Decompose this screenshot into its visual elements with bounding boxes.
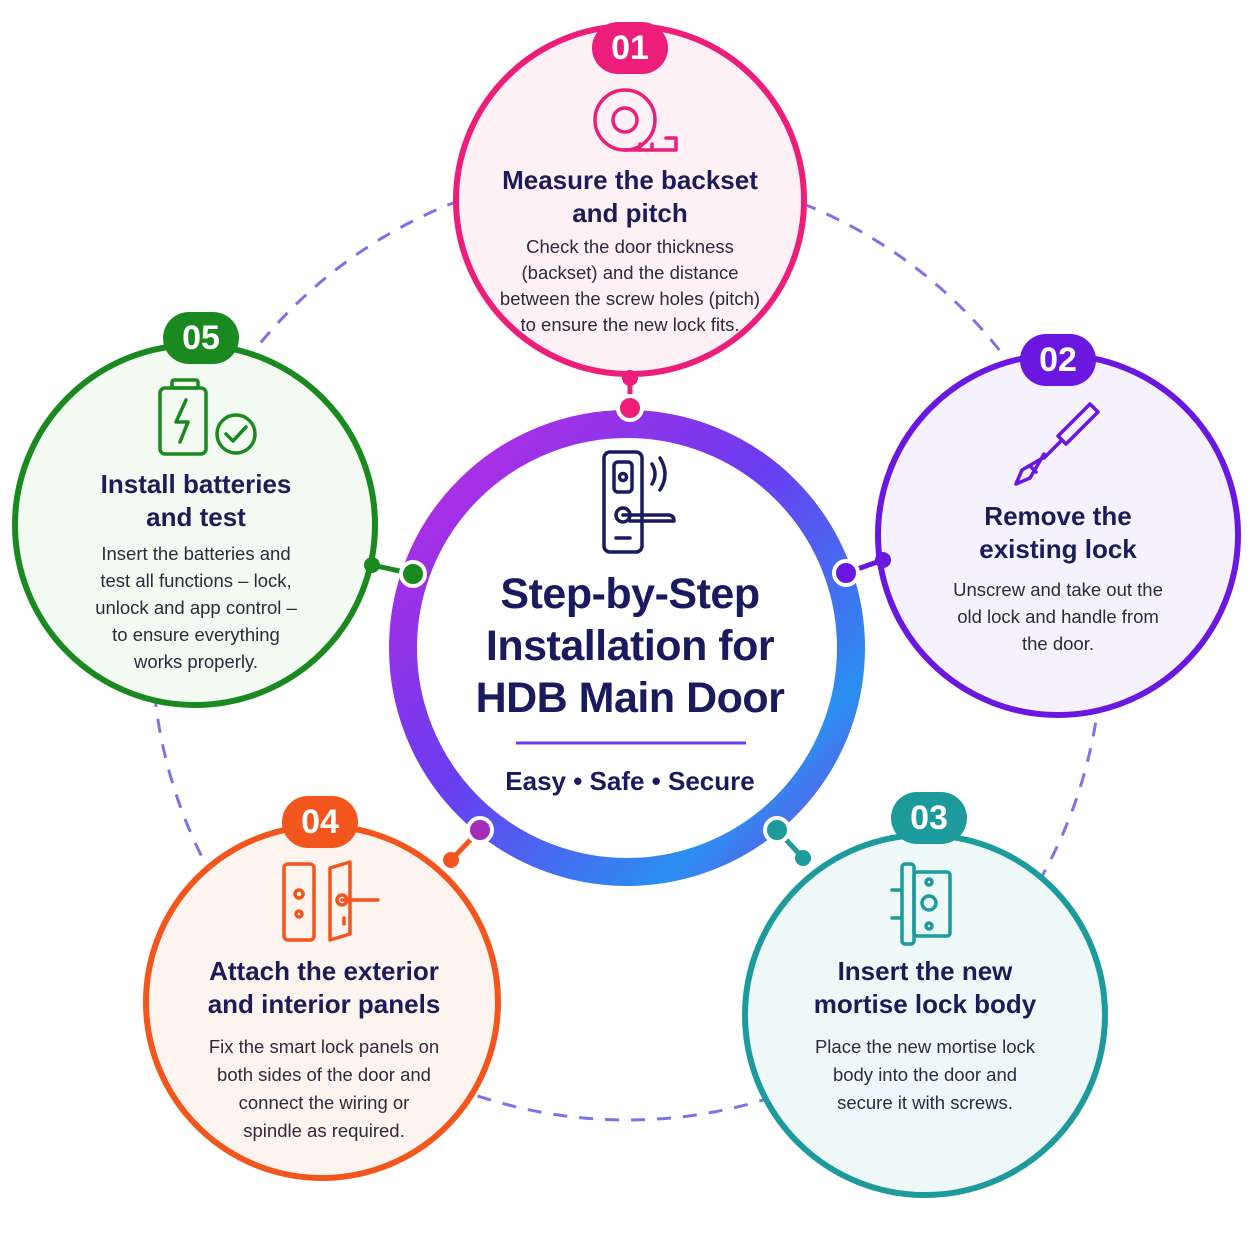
step-title-line: Insert the new [837,956,1013,986]
step-title-line: Measure the backset [502,165,758,195]
connector-03 [763,816,811,866]
step-number-01: 01 [611,29,649,67]
step-title-line: mortise lock body [813,989,1037,1019]
step-title-line: existing lock [979,534,1137,564]
connector-04 [443,816,494,868]
step-03: Insert the new mortise lock body Place t… [765,955,1085,1117]
step-desc-line: test all functions – lock, [100,570,292,591]
mortise-lock-icon [890,862,952,946]
measuring-tape-icon [593,88,678,152]
center-circle [389,410,865,886]
badge-03 [891,792,967,844]
step-title-line: Install batteries [100,469,292,499]
step-description: Fix the smart lock panels on both sides … [164,1033,484,1145]
step-title: Install batteries and test [36,468,356,534]
connector-02 [832,552,891,587]
step-05: Install batteries and test Insert the ba… [36,468,356,675]
step-desc-line: between the screw holes (pitch) [499,288,761,309]
step-description: Unscrew and take out the old lock and ha… [898,576,1218,657]
step-desc-line: (backset) and the distance [521,262,739,283]
step-desc-line: Insert the batteries and [101,543,291,564]
step-desc-line: Check the door thickness [526,236,734,257]
step-desc-line: works properly. [133,651,259,672]
step-desc-line: the door. [1021,633,1094,654]
battery-check-icon [158,378,257,456]
step-desc-line: unlock and app control – [95,597,297,618]
badge-05 [163,312,239,364]
step-desc-line: Unscrew and take out the [953,579,1163,600]
step-desc-line: both sides of the door and [217,1064,431,1085]
step-title-line: Attach the exterior [209,956,439,986]
step-title: Remove the existing lock [898,500,1218,566]
step-02: Remove the existing lock Unscrew and tak… [898,500,1218,657]
step-title-line: and pitch [572,198,688,228]
smart-lock-icon [602,450,676,554]
connector-01 [616,370,644,422]
step-title-line: Remove the [984,501,1132,531]
step-desc-line: secure it with screws. [837,1092,1013,1113]
badge-02 [1020,334,1096,386]
step-description: Insert the batteries and test all functi… [36,540,356,675]
step-title: Attach the exterior and interior panels [164,955,484,1021]
step-01: Measure the backset and pitch Check the … [460,164,800,338]
step-title: Insert the new mortise lock body [765,955,1085,1021]
center-title: Step-by-Step Installation for HDB Main D… [420,568,840,724]
step-number-03: 03 [910,799,948,837]
step-number-05: 05 [182,319,220,357]
badge-01 [592,22,668,74]
center-title-line: Step-by-Step [500,570,760,618]
step-description: Place the new mortise lock body into the… [765,1033,1085,1117]
step-title: Measure the backset and pitch [460,164,800,230]
screwdriver-icon [1014,402,1100,486]
step-desc-line: old lock and handle from [957,606,1159,627]
center-title-line: Installation for [485,622,775,670]
connector-05 [364,557,427,588]
step-04: Attach the exterior and interior panels … [164,955,484,1145]
step-number-02: 02 [1039,341,1077,379]
step-desc-line: Fix the smart lock panels on [208,1036,440,1057]
step-desc-line: to ensure the new lock fits. [520,314,740,335]
center-title-line: HDB Main Door [475,674,785,722]
step-desc-line: to ensure everything [112,624,280,645]
step-number-04: 04 [301,803,339,841]
step-title-line: and test [146,502,246,532]
step-desc-line: body into the door and [832,1064,1018,1085]
step-desc-line: Place the new mortise lock [814,1036,1036,1057]
badge-04 [282,796,358,848]
center-tagline: Easy • Safe • Secure [505,766,755,796]
step-desc-line: spindle as required. [243,1120,405,1141]
step-desc-line: connect the wiring or [238,1092,410,1113]
step-description: Check the door thickness (backset) and t… [460,234,800,338]
step-title-line: and interior panels [207,989,441,1019]
door-panels-icon [282,860,380,942]
